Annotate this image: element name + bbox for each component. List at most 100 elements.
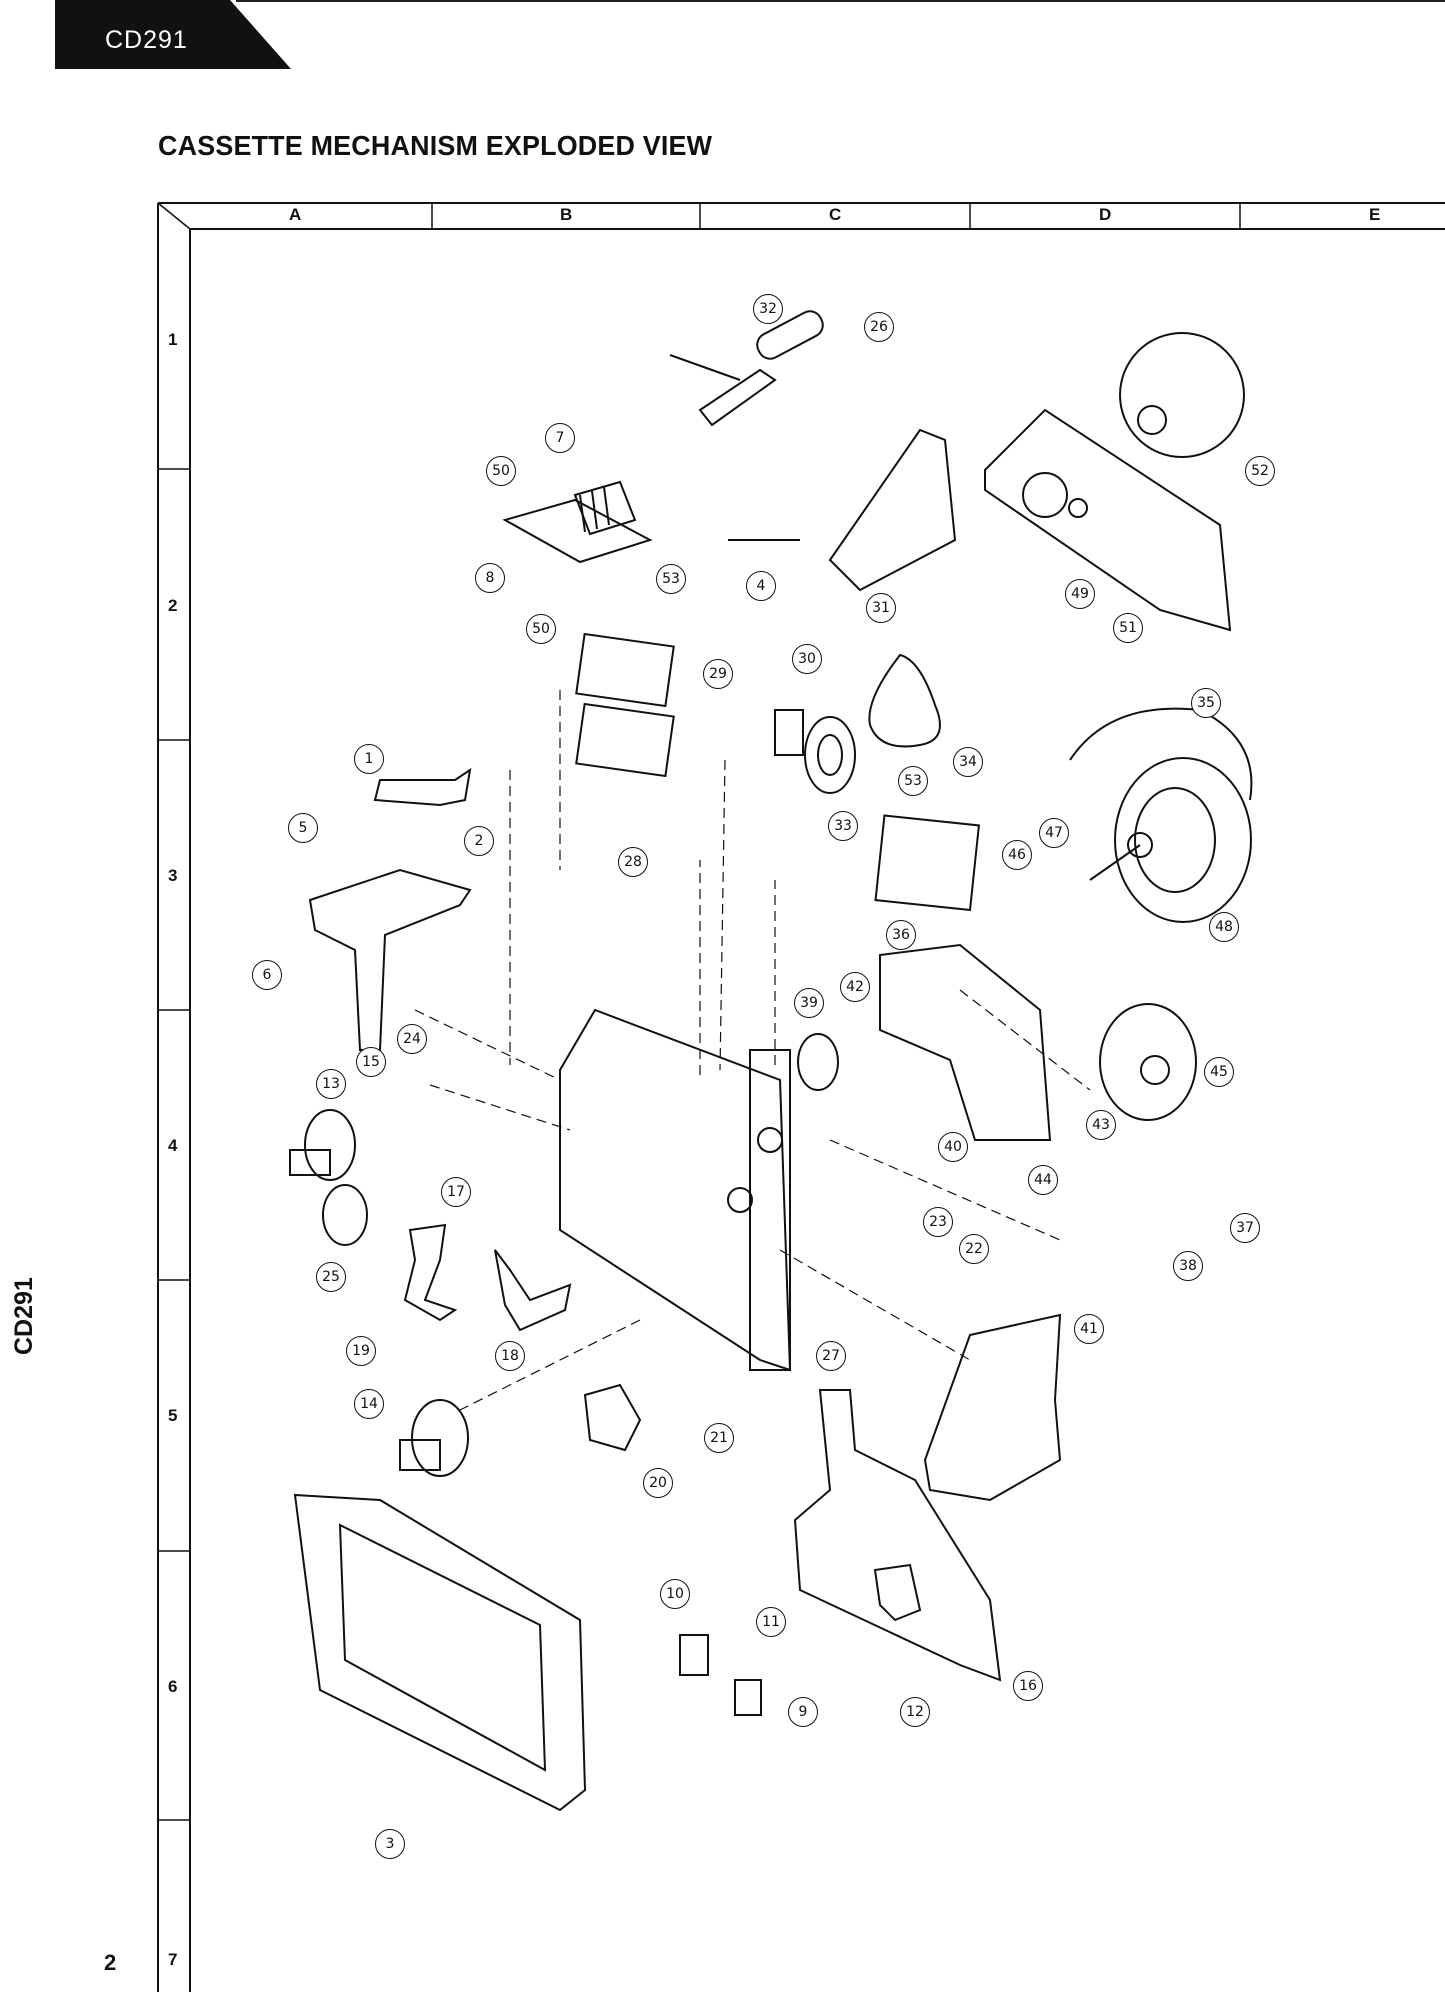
callout-15: 15 — [356, 1047, 386, 1077]
callout-2: 2 — [464, 826, 494, 856]
part-lever-assembly — [879, 943, 1052, 1141]
callout-40: 40 — [938, 1132, 968, 1162]
callout-35: 35 — [1191, 688, 1221, 718]
part-bracket-5 — [308, 868, 472, 1051]
callout-28: 28 — [618, 847, 648, 877]
callout-7: 7 — [545, 423, 575, 453]
row-label-3: 3 — [168, 866, 178, 885]
part-solenoid-36 — [874, 814, 981, 912]
callout-8: 8 — [475, 563, 505, 593]
callout-27: 27 — [816, 1341, 846, 1371]
part-belt — [868, 653, 941, 748]
callout-14: 14 — [354, 1389, 384, 1419]
callout-31: 31 — [866, 593, 896, 623]
part-flywheel — [1069, 707, 1253, 923]
callout-53-lower: 53 — [898, 766, 928, 796]
callout-41: 41 — [1074, 1314, 1104, 1344]
callout-10: 10 — [660, 1579, 690, 1609]
callout-19: 19 — [346, 1336, 376, 1366]
part-gear-45 — [1099, 1003, 1197, 1121]
callout-37: 37 — [1230, 1213, 1260, 1243]
part-lever-17 — [403, 1223, 458, 1322]
part-bracket-41 — [923, 1313, 1062, 1502]
part-motor — [1119, 332, 1245, 458]
callout-3: 3 — [375, 1829, 405, 1859]
row-label-5: 5 — [168, 1406, 178, 1425]
callout-50-lower: 50 — [526, 614, 556, 644]
part-gear-25 — [322, 1184, 368, 1246]
callout-33: 33 — [828, 811, 858, 841]
callout-38: 38 — [1173, 1251, 1203, 1281]
callout-45: 45 — [1204, 1057, 1234, 1087]
part-lever-18 — [494, 1249, 572, 1332]
callout-29: 29 — [703, 659, 733, 689]
callout-26: 26 — [864, 312, 894, 342]
callout-21: 21 — [704, 1423, 734, 1453]
callout-51: 51 — [1113, 613, 1143, 643]
callout-49: 49 — [1065, 579, 1095, 609]
part-reel-gear-30 — [774, 709, 856, 794]
part-slide-plate — [793, 1389, 1002, 1682]
callout-16: 16 — [1013, 1671, 1043, 1701]
callout-18: 18 — [495, 1341, 525, 1371]
part-pulley-20 — [583, 1383, 642, 1452]
callout-1: 1 — [354, 744, 384, 774]
row-label-1: 1 — [168, 330, 178, 349]
callout-46: 46 — [1002, 840, 1032, 870]
callout-20: 20 — [643, 1468, 673, 1498]
row-label-6: 6 — [168, 1677, 178, 1696]
page-title: CASSETTE MECHANISM EXPLODED VIEW — [158, 130, 713, 161]
model-tab-label: CD291 — [105, 26, 188, 54]
part-head-board — [502, 480, 653, 564]
callout-13: 13 — [316, 1069, 346, 1099]
callout-50-upper: 50 — [486, 456, 516, 486]
callout-24: 24 — [397, 1024, 427, 1054]
callout-36: 36 — [886, 920, 916, 950]
part-main-chassis — [559, 1008, 792, 1372]
part-gear-13 — [289, 1109, 356, 1181]
callout-47: 47 — [1039, 818, 1069, 848]
callout-42: 42 — [840, 972, 870, 1002]
part-pinch-roller-arm — [669, 310, 824, 427]
part-gear-39 — [797, 1033, 839, 1091]
part-reel-table-14 — [399, 1399, 469, 1477]
column-label-e: E — [1369, 205, 1381, 224]
callout-4: 4 — [746, 571, 776, 601]
callout-34: 34 — [953, 747, 983, 777]
model-tab: CD291 — [55, 0, 291, 69]
row-label-4: 4 — [168, 1136, 178, 1155]
callout-43: 43 — [1086, 1110, 1116, 1140]
part-solenoids — [575, 632, 675, 778]
callout-30: 30 — [792, 644, 822, 674]
callout-25: 25 — [316, 1262, 346, 1292]
part-lever-1 — [373, 767, 472, 807]
column-label-d: D — [1099, 205, 1112, 224]
column-label-c: C — [829, 205, 842, 224]
callout-52: 52 — [1245, 456, 1275, 486]
callout-9: 9 — [788, 1697, 818, 1727]
part-lever-12 — [873, 1563, 922, 1622]
column-label-a: A — [289, 205, 302, 224]
page-number: 2 — [104, 1950, 117, 1975]
part-motor-plate — [984, 408, 1232, 632]
callout-32: 32 — [753, 294, 783, 324]
row-label-2: 2 — [168, 596, 178, 615]
callout-5: 5 — [288, 813, 318, 843]
callout-44: 44 — [1028, 1165, 1058, 1195]
row-label-7: 7 — [168, 1950, 178, 1969]
callout-23: 23 — [923, 1207, 953, 1237]
top-rule — [236, 0, 1445, 2]
callout-48: 48 — [1209, 912, 1239, 942]
callout-53-upper: 53 — [656, 564, 686, 594]
callout-12: 12 — [900, 1697, 930, 1727]
callout-11: 11 — [756, 1607, 786, 1637]
callout-22: 22 — [959, 1234, 989, 1264]
part-switch-10 — [679, 1634, 709, 1676]
part-bracket-31 — [728, 428, 957, 592]
part-switch-9 — [734, 1679, 762, 1716]
callout-39: 39 — [794, 988, 824, 1018]
callout-6: 6 — [252, 960, 282, 990]
part-cassette-holder — [293, 1493, 587, 1812]
callout-17: 17 — [441, 1177, 471, 1207]
